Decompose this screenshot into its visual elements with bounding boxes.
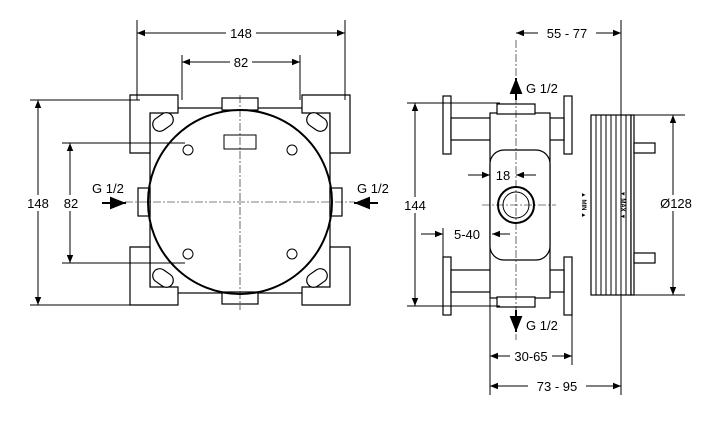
label-min: ▲ MIN ▲ [580,192,586,218]
dim-width-holes: 82 [234,55,248,70]
dim-height-overall: 148 [27,196,49,211]
dim-port-width: 18 [496,168,510,183]
label-outlet-bottom: G 1/2 [526,318,558,333]
front-view: 148 82 148 82 G 1/2 G 1/2 [26,20,389,310]
label-inlet-right: G 1/2 [357,181,389,196]
corner-brackets [129,94,351,306]
dim-diameter: Ø128 [660,196,692,211]
dim-offset: 5-40 [454,227,480,242]
label-inlet-left: G 1/2 [92,181,124,196]
dim-height-holes: 82 [64,196,78,211]
dim-height: 144 [404,198,426,213]
dim-depth-mid: 30-65 [514,349,547,364]
label-max: ▼ MAX ▼ [619,191,625,220]
side-view: ▲ MIN ▲ ▼ MAX ▼ 55 - 77 G 1/2 144 18 5-4… [402,20,695,395]
dim-width-overall: 148 [230,26,252,41]
dim-depth-top: 55 - 77 [547,26,587,41]
label-outlet-top: G 1/2 [526,81,558,96]
dim-depth-bottom: 73 - 95 [537,379,577,394]
